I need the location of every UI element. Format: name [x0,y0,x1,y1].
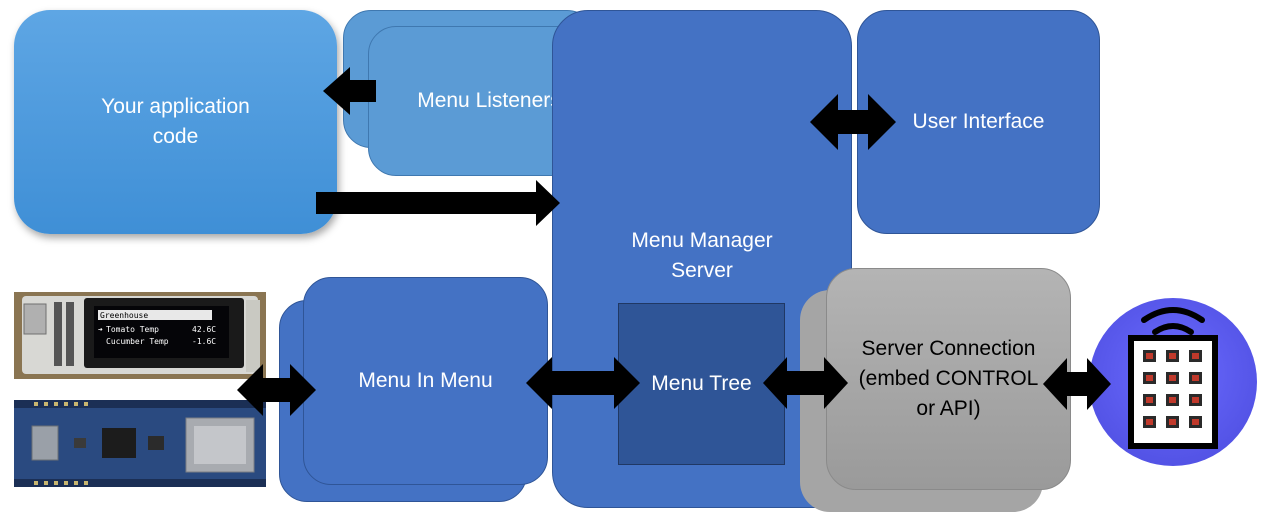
menu-in-menu-label: Menu In Menu [358,369,493,392]
arrow-boards-mim [237,364,316,416]
wifi-signal-icon [1141,307,1205,335]
arrow-tree-server [763,357,848,409]
server-connection-label: Server Connection (embed CONTROL or API) [858,337,1039,420]
menu-tree-label: Menu Tree [651,372,752,395]
menu-listeners-label: Menu Listeners [417,89,561,112]
arrow-manager-ui [810,94,896,150]
arrow-mim-tree [526,357,640,409]
oled-header: Greenhouse [100,311,148,320]
oled-row-value: 42.6C [192,325,216,334]
arrow-listeners-to-app [323,67,376,115]
server-connection-box: Server Connection (embed CONTROL or API) [826,268,1071,490]
menu-manager-label: Menu Manager Server [631,229,773,282]
remote-control-icon [1089,298,1257,466]
user-interface-box: User Interface [857,10,1100,234]
oled-row-value: -1.6C [192,337,216,346]
arrow-app-to-manager [316,180,560,226]
oled-board-photo: Greenhouse ➔ Tomato Temp 42.6C Cucumber … [14,292,266,379]
app-code-label: Your application code [101,95,250,148]
svg-text:➔: ➔ [98,325,103,334]
arduino-board-photo [14,400,266,487]
arrow-server-remote [1043,358,1111,410]
oled-row-label: Tomato Temp [106,325,159,334]
user-interface-label: User Interface [912,110,1045,133]
app-code-box: Your application code [14,10,337,234]
oled-row-label: Cucumber Temp [106,337,169,346]
